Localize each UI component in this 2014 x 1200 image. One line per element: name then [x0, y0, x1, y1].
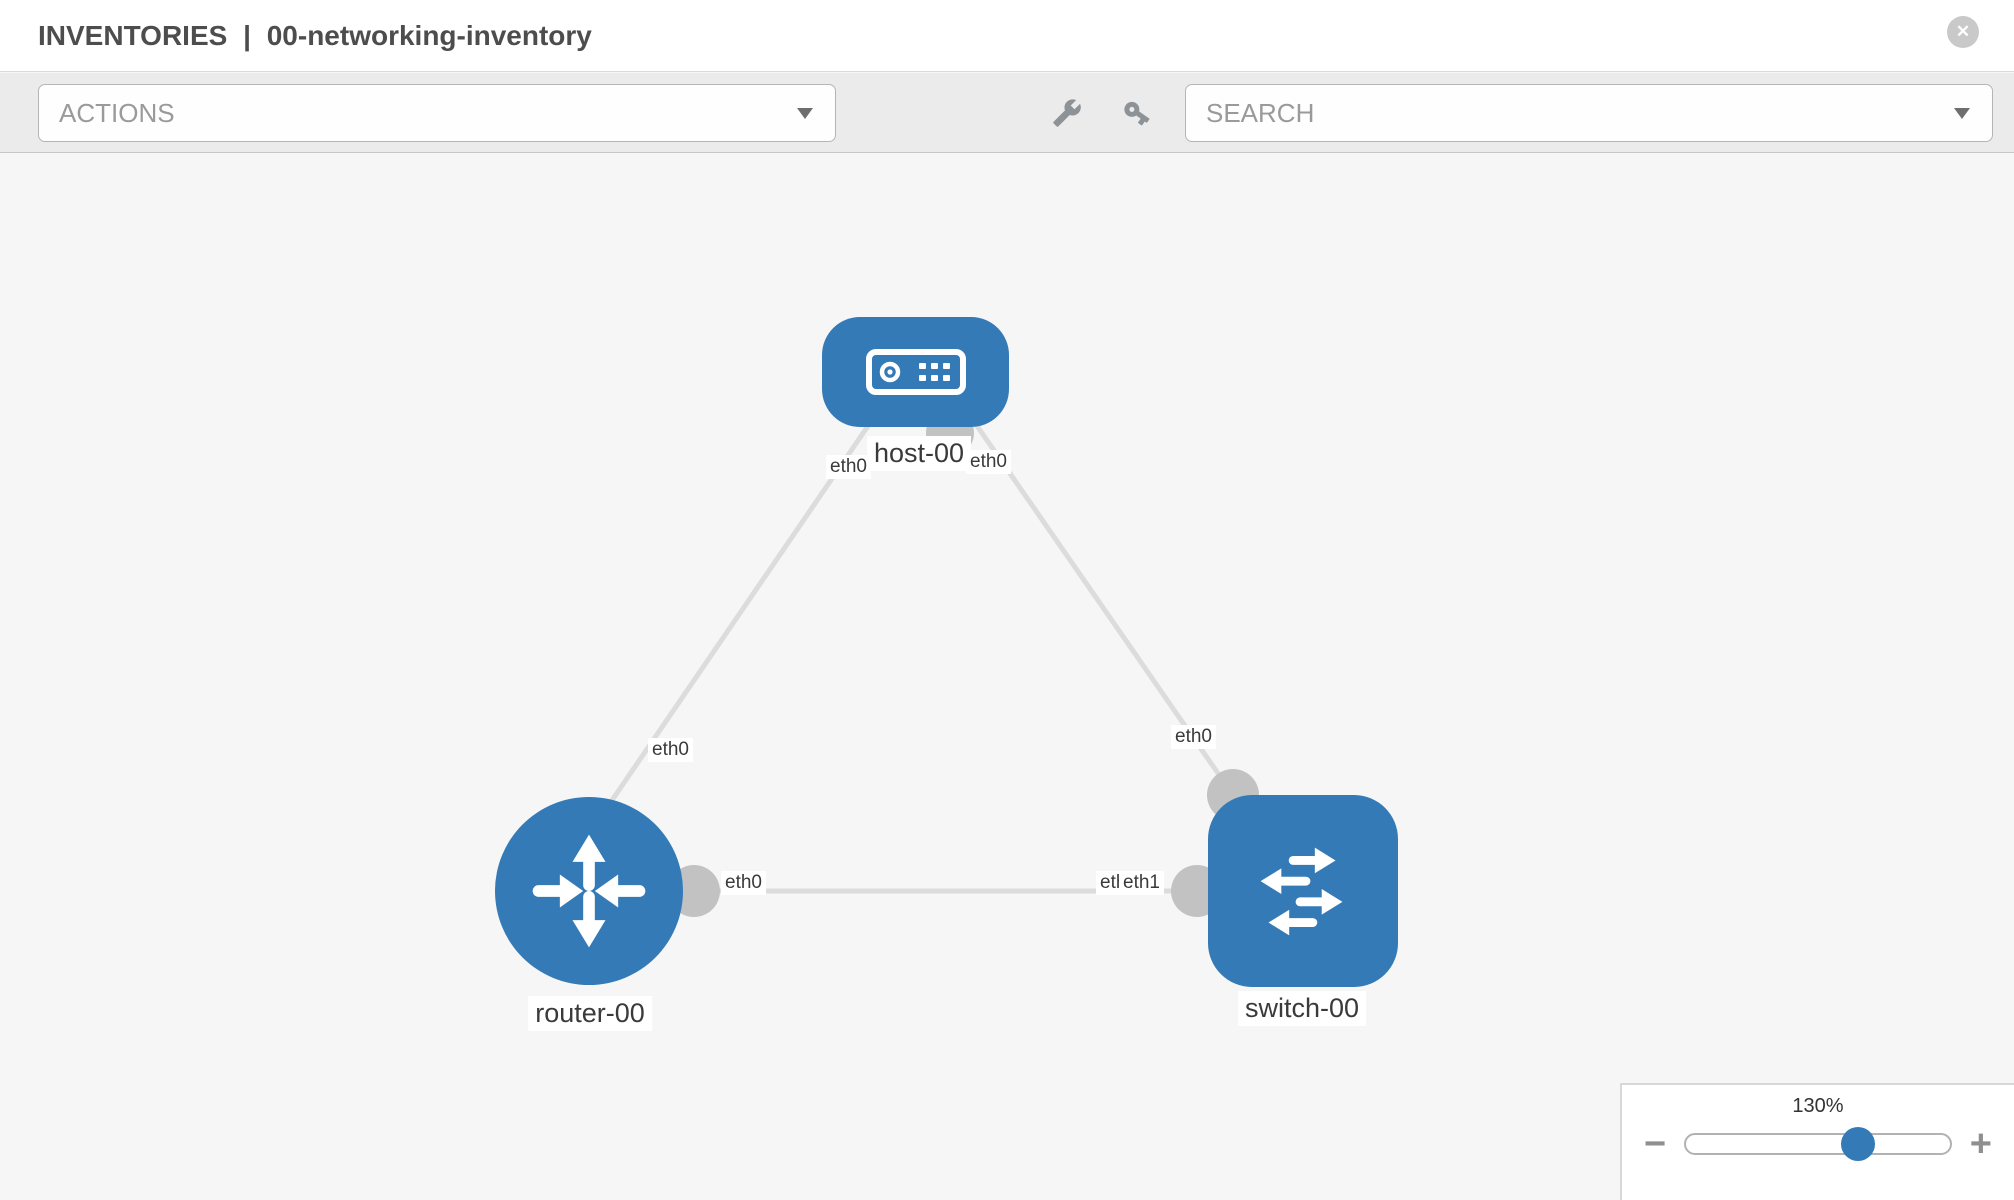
zoom-slider-track[interactable] [1684, 1127, 1952, 1161]
search-dropdown[interactable]: SEARCH [1185, 84, 1993, 142]
actions-dropdown[interactable]: ACTIONS [38, 84, 836, 142]
link-host-router [601, 421, 873, 814]
node-host-00[interactable] [822, 317, 1009, 427]
switch-icon [1260, 847, 1343, 936]
iface-label-host-eth0-left: eth0 [826, 455, 871, 479]
topology-edges-layer [601, 409, 1259, 917]
actions-dropdown-label: ACTIONS [59, 98, 175, 128]
iface-label-switch-eth1-left: eth1 [1119, 871, 1164, 895]
node-router-00[interactable] [495, 797, 683, 985]
iface-label-host-eth0-right: eth0 [966, 450, 1011, 474]
page-title-section: INVENTORIES [38, 20, 228, 51]
iface-label-router-eth0-top: eth0 [648, 738, 693, 762]
zoom-in-button[interactable]: + [1969, 1123, 1992, 1165]
zoom-out-button[interactable]: − [1644, 1123, 1667, 1165]
zoom-panel: 130% − + [1620, 1083, 2014, 1200]
wrench-icon [1053, 99, 1081, 127]
iface-label-switch-eth0-top: eth0 [1171, 725, 1216, 749]
host-icon [865, 349, 966, 395]
page-title-inventory-name: 00-networking-inventory [266, 20, 592, 51]
zoom-slider-thumb[interactable] [1841, 1127, 1875, 1161]
page-title-separator: | [243, 20, 251, 51]
tools-button[interactable] [1051, 98, 1083, 130]
close-icon: ✕ [1955, 22, 1971, 41]
chevron-down-icon [797, 108, 813, 119]
page-title: INVENTORIES | 00-networking-inventory [38, 0, 592, 72]
chevron-down-icon [1954, 108, 1970, 119]
router-icon [532, 834, 646, 948]
close-button[interactable]: ✕ [1947, 16, 1979, 48]
search-dropdown-label: SEARCH [1206, 98, 1315, 128]
toolbar: ACTIONS SEARCH [0, 73, 2014, 153]
header-bar: INVENTORIES | 00-networking-inventory ✕ [0, 0, 2014, 72]
credentials-button[interactable] [1121, 98, 1153, 130]
node-switch-00[interactable] [1208, 795, 1398, 987]
iface-label-router-eth0-right: eth0 [721, 871, 766, 895]
zoom-level-value: 130% [1792, 1095, 1844, 1117]
node-label-router: router-00 [528, 996, 652, 1031]
node-label-host: host-00 [866, 436, 972, 471]
key-icon [1124, 101, 1150, 126]
topology-canvas[interactable]: host-00 router-00 switch-00 eth0 eth0 et… [0, 153, 2014, 1200]
node-label-switch: switch-00 [1237, 991, 1367, 1026]
